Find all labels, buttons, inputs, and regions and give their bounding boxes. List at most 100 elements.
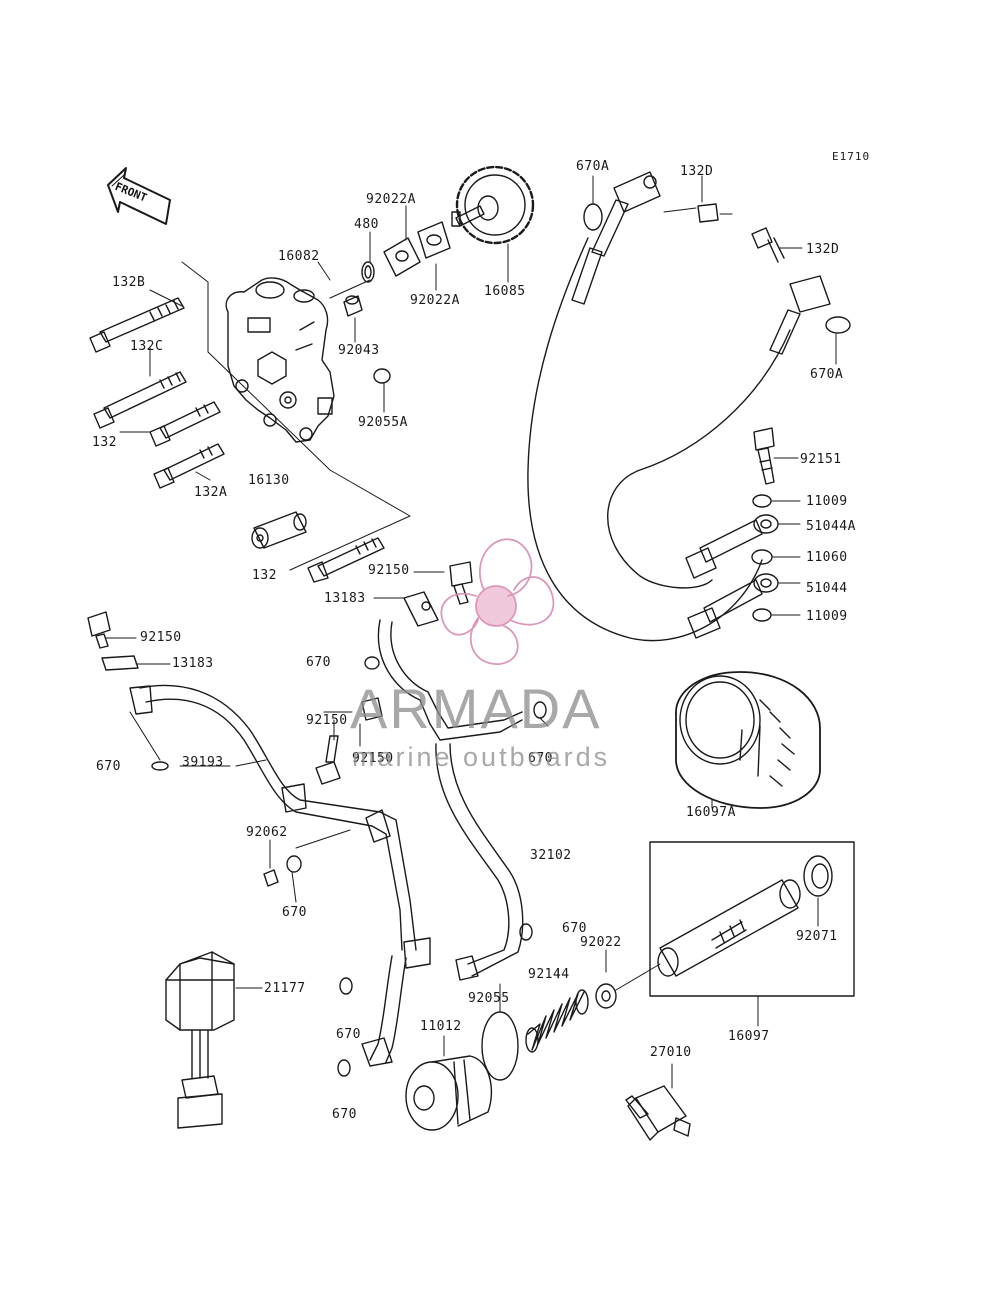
diagram-code: E1710 xyxy=(832,150,871,163)
part-label: 670A xyxy=(810,367,844,382)
part-label: 670A xyxy=(576,159,610,174)
hose-fitting-left xyxy=(571,171,661,305)
part-label: 92022A xyxy=(366,192,416,207)
seal-92071 xyxy=(803,855,833,897)
o-ring-670-a xyxy=(364,656,380,670)
part-label: 132C xyxy=(130,339,164,354)
part-label: 11060 xyxy=(806,550,848,565)
part-label: 670 xyxy=(282,905,307,920)
part-label: 132B xyxy=(112,275,146,290)
part-label: 92151 xyxy=(800,452,842,467)
bolt-132d-right xyxy=(751,227,785,263)
bolt-132c xyxy=(93,371,187,429)
part-label: 132D xyxy=(806,242,840,257)
part-label: 39193 xyxy=(182,755,224,770)
plate-13183-a xyxy=(403,591,439,627)
part-label: 670 xyxy=(332,1107,357,1122)
armada-logo-icon xyxy=(440,538,555,665)
part-label: 670 xyxy=(336,1027,361,1042)
part-label: 132D xyxy=(680,164,714,179)
pin-92043 xyxy=(329,279,371,317)
o-ring-670a-top xyxy=(583,203,603,231)
bolt-132a xyxy=(153,443,225,489)
oil-filter-16097a xyxy=(675,671,821,809)
part-label: 13183 xyxy=(324,591,366,606)
bolt-132d-top xyxy=(663,203,719,223)
part-label: 51044A xyxy=(806,519,856,534)
part-label: 92150 xyxy=(368,563,410,578)
part-label: 92071 xyxy=(796,929,838,944)
part-label: 132 xyxy=(252,568,277,583)
part-label: 670 xyxy=(96,759,121,774)
part-label: 92150 xyxy=(352,751,394,766)
part-label: 132A xyxy=(194,485,228,500)
o-ring-670-b xyxy=(151,761,169,771)
strainer-16097 xyxy=(657,879,801,977)
part-label: 21177 xyxy=(264,981,306,996)
part-label: 92150 xyxy=(306,713,348,728)
bolt-92150-a xyxy=(449,561,473,605)
part-label: 16097A xyxy=(686,805,736,820)
part-label: 11009 xyxy=(806,609,848,624)
cap-11012 xyxy=(405,1055,493,1131)
pipe-39193 xyxy=(129,684,431,969)
pipe-lower xyxy=(361,955,407,1067)
o-ring-670-d xyxy=(286,855,302,873)
banjo-51044a xyxy=(685,514,779,579)
o-ring-670-f xyxy=(339,977,353,995)
part-label: 92150 xyxy=(140,630,182,645)
part-label: 92055A xyxy=(358,415,408,430)
sender-21177 xyxy=(165,951,235,1129)
bolt-132-lower xyxy=(307,537,385,583)
washer-11009-a xyxy=(752,494,772,508)
part-label: 92055 xyxy=(468,991,510,1006)
o-ring-92055a xyxy=(373,368,391,384)
gear-16085 xyxy=(451,165,535,245)
bolt-92150-c xyxy=(315,735,341,785)
washer-11009-b xyxy=(752,608,772,622)
part-label: 92062 xyxy=(246,825,288,840)
part-label: 670 xyxy=(306,655,331,670)
switch-27010 xyxy=(625,1085,691,1141)
spring-92144 xyxy=(525,989,589,1053)
plate-13183-b xyxy=(101,655,139,671)
sleeve-16130 xyxy=(251,511,307,549)
bolt-132 xyxy=(149,401,221,447)
pipe-32102 xyxy=(377,619,524,981)
clip-480 xyxy=(361,261,375,283)
part-label: 11009 xyxy=(806,494,848,509)
part-label: 51044 xyxy=(806,581,848,596)
part-label: 480 xyxy=(354,217,379,232)
o-ring-670a-right xyxy=(825,316,851,334)
bolt-132b xyxy=(89,297,185,353)
part-label: 670 xyxy=(528,751,553,766)
washer-92022a-2 xyxy=(417,221,451,259)
hose-upper-route xyxy=(527,237,791,642)
washer-92022 xyxy=(595,963,661,1009)
part-label: 16085 xyxy=(484,284,526,299)
oil-pump-body xyxy=(225,277,335,443)
strainer-box xyxy=(649,841,855,997)
part-label: 27010 xyxy=(650,1045,692,1060)
part-label: 670 xyxy=(562,921,587,936)
part-label: 16082 xyxy=(278,249,320,264)
hose-fitting-right xyxy=(769,275,831,355)
o-ring-670-g xyxy=(337,1059,351,1077)
part-label: 92022 xyxy=(580,935,622,950)
part-label: 92043 xyxy=(338,343,380,358)
banjo-bolt-92151 xyxy=(753,427,775,485)
part-label: 92144 xyxy=(528,967,570,982)
part-label: 32102 xyxy=(530,848,572,863)
plug-92062 xyxy=(263,869,279,887)
watermark-brand-name: ARMADA xyxy=(350,677,602,740)
bolt-92150-d xyxy=(361,697,383,721)
front-arrow-icon xyxy=(107,167,171,225)
washer-92022a-1 xyxy=(383,237,421,277)
part-label: 16097 xyxy=(728,1029,770,1044)
part-label: 92022A xyxy=(410,293,460,308)
bolt-92150-b xyxy=(87,611,111,649)
o-ring-670-e xyxy=(519,923,533,941)
part-label: 16130 xyxy=(248,473,290,488)
